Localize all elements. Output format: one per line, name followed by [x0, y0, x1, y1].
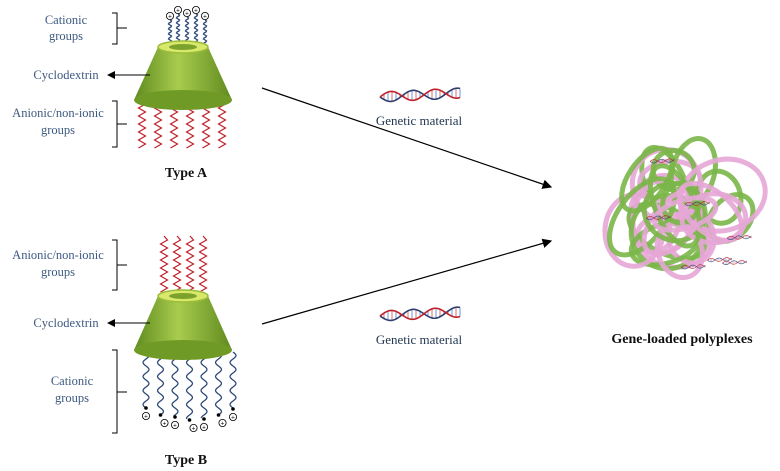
- svg-text:+: +: [231, 415, 235, 421]
- type-a-anionic-bracket: [112, 100, 118, 148]
- cationic-charge-icon: +: [170, 420, 179, 429]
- type-a-anionic-label-1: Anionic/non-ionic: [12, 106, 104, 120]
- cationic-chain: [167, 19, 173, 45]
- cationic-charge-icon: +: [191, 6, 200, 14]
- type-b-title: Type B: [165, 453, 207, 468]
- svg-text:+: +: [220, 421, 224, 427]
- cationic-charge-icon: +: [165, 11, 174, 20]
- svg-text:+: +: [202, 425, 206, 431]
- type-b-anionic-label-1: Anionic/non-ionic: [12, 248, 104, 262]
- cationic-chain: [156, 351, 165, 415]
- cationic-chain: [142, 351, 150, 408]
- type-b-cationic-bracket: [112, 349, 118, 434]
- type-a-title: Type A: [165, 166, 208, 181]
- cationic-chain: [185, 351, 194, 419]
- cationic-charge-icon: +: [141, 411, 150, 420]
- type-b-cyclodextrin-label: Cyclodextrin: [33, 316, 99, 330]
- cationic-charge-icon: +: [173, 6, 182, 14]
- type-b-anionic-chains: [159, 235, 208, 293]
- cationic-chain: [200, 351, 208, 419]
- type-b-anionic-label-2: groups: [41, 265, 75, 279]
- type-a-cationic-label-2: groups: [49, 29, 83, 43]
- cationic-charge-icon: +: [160, 418, 169, 427]
- type-b-cyclodextrin-cone: [134, 289, 232, 360]
- type-a-cationic-label-1: Cationic: [45, 13, 88, 27]
- type-a-anionic-label-2: groups: [41, 123, 75, 137]
- svg-text:+: +: [185, 11, 189, 17]
- svg-text:+: +: [173, 423, 177, 429]
- cationic-chain: [229, 351, 237, 409]
- svg-text:+: +: [168, 14, 172, 20]
- type-b-cationic-chains: + + + + + + +: [141, 351, 237, 432]
- polyplex-label: Gene-loaded polyplexes: [611, 332, 753, 347]
- anionic-chain: [198, 235, 208, 293]
- cationic-chain: [214, 351, 223, 415]
- cationic-charge-icon: +: [182, 8, 191, 17]
- dna-strand-bottom: [379, 306, 461, 322]
- svg-text:+: +: [162, 421, 166, 427]
- type-a-cationic-chains: + + + + +: [165, 6, 209, 45]
- cationic-charge-icon: +: [189, 423, 198, 432]
- type-a-cationic-bracket: [112, 12, 118, 45]
- dna-strand-top: [379, 87, 461, 103]
- top-reaction-arrow: [261, 87, 553, 189]
- cationic-charge-icon: +: [200, 11, 209, 20]
- type-a-group: + + + + + Cationic groups Cyclodextrin Anion…: [12, 6, 232, 181]
- anionic-chain: [159, 235, 169, 293]
- genetic-material-top-label: Genetic material: [376, 113, 463, 128]
- type-a-cyclodextrin-label: Cyclodextrin: [33, 68, 99, 82]
- svg-text:+: +: [191, 426, 195, 432]
- svg-text:+: +: [176, 8, 180, 14]
- cationic-charge-icon: +: [218, 418, 227, 427]
- type-a-cyclodextrin-cone: [134, 40, 232, 110]
- cationic-charge-icon: +: [228, 412, 237, 421]
- svg-text:+: +: [194, 8, 198, 14]
- cationic-charge-icon: +: [199, 422, 208, 431]
- cationic-chain: [171, 351, 179, 417]
- type-b-group: + + + + + + + Anionic/non-ionic groups Cyclode…: [12, 235, 237, 468]
- svg-text:+: +: [203, 14, 207, 20]
- cationic-chain: [202, 19, 208, 45]
- type-b-cationic-label-2: groups: [55, 391, 89, 405]
- cationic-chain: [175, 13, 181, 45]
- anionic-chain: [137, 99, 147, 149]
- anionic-chain: [172, 235, 182, 293]
- type-b-anionic-bracket: [112, 239, 118, 291]
- cationic-chain: [184, 16, 190, 45]
- anionic-chain: [185, 235, 195, 293]
- cationic-chain: [193, 13, 199, 45]
- anionic-chain: [217, 99, 227, 149]
- svg-text:+: +: [144, 414, 148, 420]
- polyplex-ball: [602, 136, 768, 280]
- genetic-material-bottom-label: Genetic material: [376, 332, 463, 347]
- bottom-reaction-arrow: [261, 238, 553, 325]
- type-b-cationic-label-1: Cationic: [51, 374, 94, 388]
